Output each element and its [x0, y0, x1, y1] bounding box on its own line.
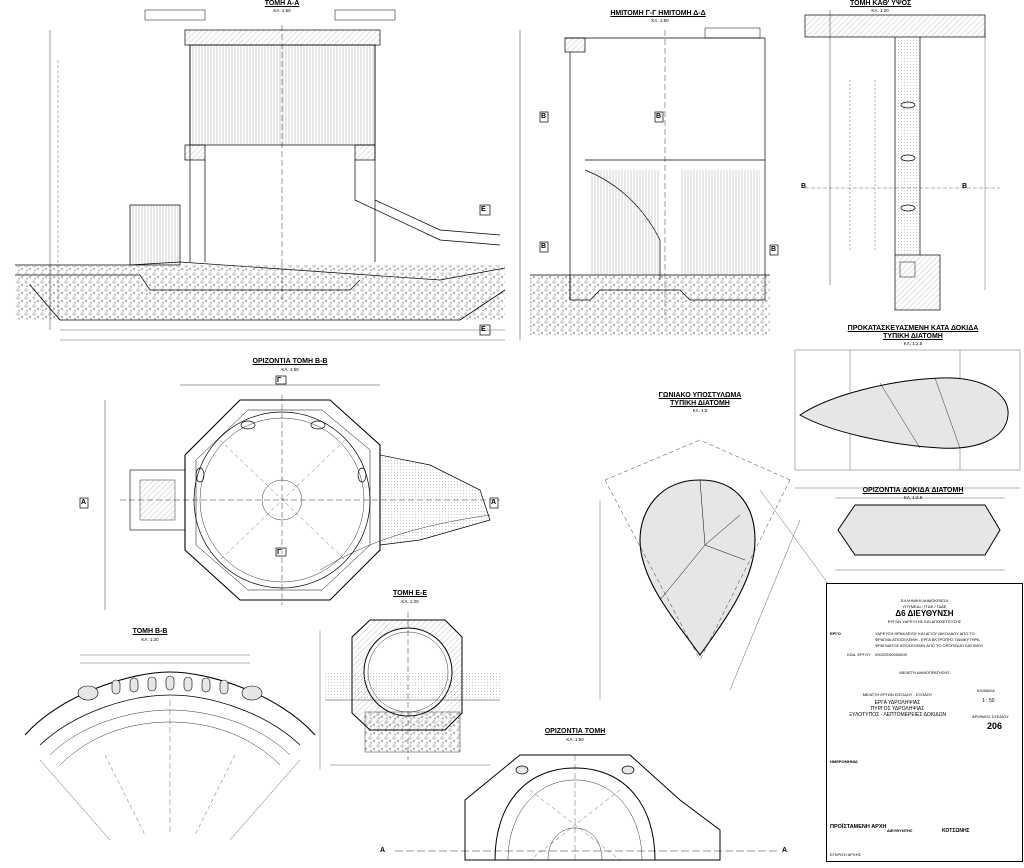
- project-line-3: ΦΡΑΓΜΑΤΟΣ ΑΠΟΣΕΛΕΜΗ ΑΠΟ ΤΟ ΟΡΟΠΕΔΙΟ ΛΑΣΙ…: [875, 643, 984, 648]
- marker-a-bottom-left: Α: [380, 847, 386, 854]
- half-sections-scale: ΚΛ. 1:50: [651, 18, 669, 23]
- plan-bb-drawing: [79, 375, 500, 610]
- director-name: ΚΟΤΣΩΝΗΣ: [942, 828, 970, 834]
- project-label: ΕΡΓΟ: [830, 631, 841, 636]
- marker-a-bottom-right: Α: [782, 847, 788, 854]
- marker-e-1: Ε: [481, 206, 486, 213]
- marker-b-3: Β: [541, 243, 547, 250]
- contract-label: ΚΩΔ. ΕΡΓΟΥ: [847, 652, 871, 657]
- marker-g-2: Γ: [277, 549, 282, 556]
- drawing-no: 206: [987, 721, 1003, 731]
- marker-b-5: Β: [801, 183, 807, 190]
- section-aa-scale: ΚΛ. 1:50: [273, 8, 291, 13]
- section-aa-drawing: [15, 9, 506, 341]
- section-bb-title: ΤΟΜΗ Β-Β: [132, 628, 168, 635]
- study-label: ΜΕΛΕΤΗ ΔΗΜΟΠΡΑΤΗΣΗΣ: [899, 670, 950, 675]
- horizontal-beam-title: ΟΡΙΖΟΝΤΙΑ ΔΟΚΙΔΑ ΔΙΑΤΟΜΗ: [862, 487, 964, 494]
- contract-no: 2002ΣΕ00000000: [875, 652, 907, 657]
- project-line-1: ΥΔΡΕΥΣΗ ΗΡΑΚΛΕΙΟΥ ΚΑΙ ΑΓΙΟΥ ΝΙΚΟΛΑΟΥ ΑΠΟ…: [875, 631, 975, 636]
- director-label: ΔΙΕΥΘΥΝΤΗΣ: [887, 828, 913, 833]
- section-ee-title: ΤΟΜΗ Ε-Ε: [392, 590, 428, 597]
- authority-line-2: ΥΠΥΜΕΔΙ / ΓΓΔΕ / ΓΔΑΕ: [902, 604, 947, 609]
- section-bb-scale: ΚΛ. 1:20: [141, 637, 159, 642]
- directorate-sub: ΕΡΓΩΝ ΥΔΡΕΥΣΗΣ ΚΑΙ ΑΠΟΧΕΤΕΥΣΗΣ: [887, 619, 962, 624]
- approval-label: ΕΓΚΡΙΣΗ ΑΡΧΗΣ: [830, 852, 861, 857]
- drawing-line-2: ΠΥΡΓΟΣ ΥΔΡΟΛΗΨΙΑΣ: [870, 706, 925, 712]
- scale-label: ΚΛΙΜΑΚΑ: [977, 688, 995, 693]
- vertical-section-title: ΤΟΜΗ ΚΑΘ' ΥΨΟΣ: [850, 0, 912, 7]
- marker-g-1: Γ: [277, 377, 282, 384]
- vertical-section-scale: ΚΛ. 1:20: [871, 8, 889, 13]
- marker-e-2: Ε: [481, 326, 486, 333]
- marker-b-6: Β: [962, 183, 968, 190]
- plan-section-scale: ΚΛ. 1:50: [566, 737, 584, 742]
- title-block: ΕΛΛΗΝΙΚΗ ΔΗΜΟΚΡΑΤΙΑ ΥΠΥΜΕΔΙ / ΓΓΔΕ / ΓΔΑ…: [826, 583, 1023, 862]
- drawing-line-3: ΞΥΛΟΤΥΠΟΣ - ΛΕΠΤΟΜΕΡΕΙΕΣ ΔΟΚΙΔΩΝ: [848, 712, 947, 718]
- section-bb-drawing: [24, 654, 316, 841]
- section-ee-drawing: [319, 612, 500, 770]
- precast-beam-scale: ΚΛ. 1:2.5: [903, 341, 923, 346]
- corner-column-scale: ΚΛ. 1:5: [692, 408, 708, 413]
- drawing-line-1: ΕΡΓΑ ΥΔΡΟΛΗΨΙΑΣ: [874, 700, 921, 706]
- half-sections-drawing: [519, 27, 779, 340]
- corner-column-title-1: ΓΩΝΙΑΚΟ ΥΠΟΣΤΥΛΩΜΑ: [658, 392, 742, 399]
- head-label: ΠΡΟΪΣΤΑΜΕΝΗ ΑΡΧΗ: [830, 824, 887, 830]
- vertical-section-drawing: [804, 10, 1000, 311]
- half-sections-title: ΗΜΙΤΟΜΗ Γ-Γ ΗΜΙΤΟΜΗ Δ-Δ: [610, 10, 706, 17]
- horizontal-beam-scale: ΚΛ. 1:2.5: [903, 495, 923, 500]
- corner-column-drawing: [599, 439, 841, 700]
- plan-section-drawing: [395, 754, 780, 861]
- marker-a-right: Α: [491, 499, 497, 506]
- project-line-2: ΦΡΑΓΜΑ ΑΠΟΣΕΛΕΜΗ - ΕΡΓΑ ΕΚΤΡΟΠΗΣ ΤΑΜΙΕΥΤ…: [875, 637, 980, 642]
- section-ee-scale: ΚΛ. 1:20: [401, 599, 419, 604]
- plan-section-title: ΟΡΙΖΟΝΤΙΑ ΤΟΜΗ: [544, 728, 606, 735]
- directorate: Δ6 ΔΙΕΥΘΥΝΣΗ: [895, 609, 954, 618]
- corner-column-title-2: ΤΥΠΙΚΗ ΔΙΑΤΟΜΗ: [670, 400, 730, 407]
- drawing-no-label: ΑΡΙΘΜΟΣ ΣΧΕΔΙΟΥ: [972, 714, 1009, 719]
- study-sub: ΜΕΛΕΤΗ ΕΡΓΩΝ ΕΙΣΟΔΟΥ - ΕΞΟΔΟΥ: [862, 692, 933, 697]
- precast-beam-title-2: ΤΥΠΙΚΗ ΔΙΑΤΟΜΗ: [883, 333, 943, 340]
- scale-value: 1 : 50: [982, 698, 995, 704]
- plan-bb-title: ΟΡΙΖΟΝΤΙΑ ΤΟΜΗ Β-Β: [252, 358, 328, 365]
- date-label: ΗΜΕΡΟΜΗΝΙΑ: [830, 759, 858, 764]
- plan-bb-scale: ΚΛ. 1:50: [281, 367, 299, 372]
- marker-b-2: Β: [656, 113, 662, 120]
- precast-beam-title-1: ΠΡΟΚΑΤΑΣΚΕΥΑΣΜΕΝΗ ΚΑΤΑ ΔΟΚΙΔΑ: [847, 325, 979, 332]
- horizontal-beam-drawing: [835, 497, 1005, 571]
- section-aa-title: ΤΟΜΗ Α-Α: [264, 0, 300, 7]
- marker-b-1: Β: [541, 113, 547, 120]
- marker-b-4: Β: [771, 246, 777, 253]
- marker-a-left: Α: [81, 499, 87, 506]
- authority-line-1: ΕΛΛΗΝΙΚΗ ΔΗΜΟΚΡΑΤΙΑ: [901, 598, 948, 603]
- precast-beam-drawing: [794, 349, 1021, 489]
